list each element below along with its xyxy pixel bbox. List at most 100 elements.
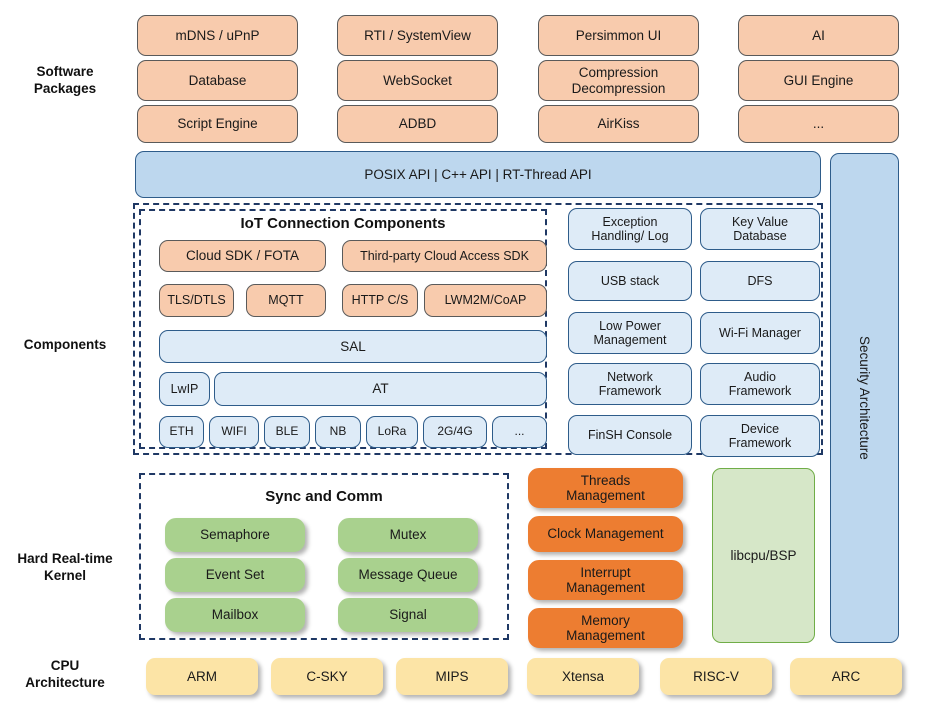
package-more[interactable]: ... — [738, 105, 899, 143]
iot-link-nb[interactable]: NB — [315, 416, 361, 448]
cpu-arc[interactable]: ARC — [790, 658, 902, 695]
iot-connection-title-text: IoT Connection Components — [240, 215, 446, 232]
package-mdns-upnp[interactable]: mDNS / uPnP — [137, 15, 298, 56]
component-device-framework[interactable]: Device Framework — [700, 415, 820, 457]
iot-lwip-label: LwIP — [170, 381, 199, 396]
kernel-semaphore[interactable]: Semaphore — [165, 518, 305, 552]
api-bar[interactable]: POSIX API | C++ API | RT-Thread API — [135, 151, 821, 198]
package-mdns-upnp-label: mDNS / uPnP — [175, 27, 260, 43]
iot-link-lora[interactable]: LoRa — [366, 416, 418, 448]
component-exception-handling-log-line1: Exception — [602, 214, 658, 229]
cpu-c-sky-label: C-SKY — [306, 668, 348, 684]
components-group-box — [133, 203, 823, 455]
iot-third-party-cloud-sdk[interactable]: Third-party Cloud Access SDK — [342, 240, 547, 272]
cpu-risc-v[interactable]: RISC-V — [660, 658, 772, 695]
iot-tls-dtls[interactable]: TLS/DTLS — [159, 284, 234, 317]
package-compression-line2: Decompression — [571, 80, 666, 96]
kernel-memory-management[interactable]: Memory Management — [528, 608, 683, 648]
package-persimmon-ui[interactable]: Persimmon UI — [538, 15, 699, 56]
component-key-value-database[interactable]: Key Value Database — [700, 208, 820, 250]
iot-sal[interactable]: SAL — [159, 330, 547, 363]
iot-at-label: AT — [372, 381, 389, 397]
cpu-arm-label: ARM — [187, 668, 217, 684]
kernel-signal[interactable]: Signal — [338, 598, 478, 632]
kernel-interrupt-management-line1: Interrupt — [580, 564, 631, 580]
iot-link-wifi-label: WIFI — [221, 424, 247, 439]
row-label-kernel-line1: Hard Real-time — [17, 551, 113, 566]
kernel-message-queue[interactable]: Message Queue — [338, 558, 478, 592]
component-key-value-database-line2: Database — [733, 229, 787, 243]
iot-link-ble-label: BLE — [275, 424, 299, 439]
cpu-mips[interactable]: MIPS — [396, 658, 508, 695]
component-network-framework-line1: Network — [607, 369, 653, 384]
cpu-c-sky[interactable]: C-SKY — [271, 658, 383, 695]
cpu-xtensa[interactable]: Xtensa — [527, 658, 639, 695]
kernel-event-set[interactable]: Event Set — [165, 558, 305, 592]
component-exception-handling-log[interactable]: Exception Handling/ Log — [568, 208, 692, 250]
row-label-cpu-line2: Architecture — [25, 674, 105, 690]
package-more-label: ... — [812, 116, 825, 132]
kernel-memory-management-line1: Memory — [581, 612, 630, 628]
kernel-interrupt-management-line2: Management — [566, 580, 645, 595]
api-bar-label: POSIX API | C++ API | RT-Thread API — [364, 166, 592, 182]
kernel-clock-management[interactable]: Clock Management — [528, 516, 683, 552]
package-airkiss[interactable]: AirKiss — [538, 105, 699, 143]
component-exception-handling-log-line2: Handling/ Log — [591, 229, 669, 243]
package-gui-engine-label: GUI Engine — [783, 72, 854, 88]
iot-link-wifi[interactable]: WIFI — [209, 416, 259, 448]
sync-comm-title-text: Sync and Comm — [265, 488, 383, 505]
iot-tls-dtls-label: TLS/DTLS — [167, 293, 226, 308]
component-audio-framework[interactable]: Audio Framework — [700, 363, 820, 405]
component-low-power-management[interactable]: Low Power Management — [568, 312, 692, 354]
libcpu-bsp[interactable]: libcpu/BSP — [712, 468, 815, 643]
cpu-mips-label: MIPS — [435, 668, 469, 684]
kernel-threads-management[interactable]: Threads Management — [528, 468, 683, 508]
component-audio-framework-line1: Audio — [744, 369, 776, 384]
package-ai[interactable]: AI — [738, 15, 899, 56]
component-dfs-label: DFS — [747, 273, 773, 288]
package-compression-decompression[interactable]: Compression Decompression — [538, 60, 699, 101]
kernel-mailbox[interactable]: Mailbox — [165, 598, 305, 632]
cpu-xtensa-label: Xtensa — [561, 668, 605, 684]
iot-link-eth[interactable]: ETH — [159, 416, 204, 448]
kernel-interrupt-management[interactable]: Interrupt Management — [528, 560, 683, 600]
kernel-threads-management-line2: Management — [566, 488, 645, 503]
package-script-engine[interactable]: Script Engine — [137, 105, 298, 143]
security-architecture[interactable]: Security Architecture — [830, 153, 899, 643]
iot-link-ble[interactable]: BLE — [264, 416, 310, 448]
kernel-mutex-label: Mutex — [389, 527, 427, 543]
component-low-power-management-line1: Low Power — [599, 318, 661, 333]
row-label-components: Components — [0, 337, 130, 354]
component-network-framework[interactable]: Network Framework — [568, 363, 692, 405]
kernel-mutex[interactable]: Mutex — [338, 518, 478, 552]
kernel-message-queue-label: Message Queue — [358, 567, 458, 583]
iot-lwm2m-coap-label: LWM2M/CoAP — [444, 293, 527, 308]
package-rti-systemview-label: RTI / SystemView — [364, 27, 471, 43]
package-database[interactable]: Database — [137, 60, 298, 101]
iot-lwm2m-coap[interactable]: LWM2M/CoAP — [424, 284, 547, 317]
iot-mqtt[interactable]: MQTT — [246, 284, 326, 317]
package-script-engine-label: Script Engine — [177, 116, 258, 132]
cpu-arm[interactable]: ARM — [146, 658, 258, 695]
component-dfs[interactable]: DFS — [700, 261, 820, 301]
iot-lwip[interactable]: LwIP — [159, 372, 210, 406]
package-adbd[interactable]: ADBD — [337, 105, 498, 143]
iot-link-more[interactable]: ... — [492, 416, 547, 448]
iot-at[interactable]: AT — [214, 372, 547, 406]
iot-connection-group-box — [139, 209, 547, 449]
component-wifi-manager[interactable]: Wi-Fi Manager — [700, 312, 820, 354]
iot-link-more-label: ... — [514, 424, 525, 439]
package-gui-engine[interactable]: GUI Engine — [738, 60, 899, 101]
package-rti-systemview[interactable]: RTI / SystemView — [337, 15, 498, 56]
row-label-cpu: CPU Architecture — [0, 658, 130, 692]
kernel-memory-management-line2: Management — [566, 628, 645, 643]
component-usb-stack[interactable]: USB stack — [568, 261, 692, 301]
iot-http-cs[interactable]: HTTP C/S — [342, 284, 418, 317]
iot-cloud-sdk-fota[interactable]: Cloud SDK / FOTA — [159, 240, 326, 272]
component-audio-framework-line2: Framework — [728, 384, 792, 398]
iot-link-lora-label: LoRa — [377, 424, 407, 439]
component-finsh-console[interactable]: FinSH Console — [568, 415, 692, 455]
package-websocket[interactable]: WebSocket — [337, 60, 498, 101]
row-label-software-packages-line2: Packages — [33, 80, 97, 96]
iot-link-2g4g[interactable]: 2G/4G — [423, 416, 487, 448]
